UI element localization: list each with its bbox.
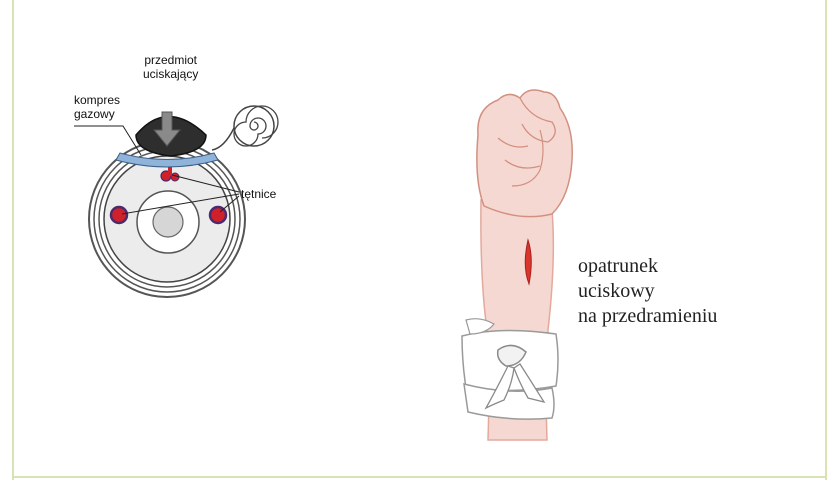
thumb <box>519 97 556 143</box>
bandage-fold-left <box>465 318 495 335</box>
leader-arteries-top <box>171 174 240 193</box>
leader-arteries-right <box>219 195 240 213</box>
frame-bottom-border <box>12 476 827 478</box>
label-pressing-object-line2: uciskający <box>143 67 199 81</box>
frame-right-border <box>825 0 827 480</box>
label-arteries: tętnice <box>241 187 277 201</box>
label-pressing-object-line1: przedmiot <box>144 53 198 67</box>
wound <box>524 238 532 286</box>
cross-section-diagram <box>74 105 279 298</box>
artery-left <box>109 205 129 225</box>
bandage-knot <box>496 344 527 367</box>
knuckle-line <box>511 129 544 187</box>
pressure-arrow-icon <box>152 111 182 147</box>
illustration-caption: opatrunek uciskowy na przedramieniu <box>578 254 717 329</box>
label-pressing-object: przedmiot uciskający <box>143 53 198 81</box>
finger-crease-1 <box>497 137 529 148</box>
caption-line-3: na przedramieniu <box>578 305 718 327</box>
caption-line-1: opatrunek <box>578 255 658 277</box>
bandage-tail-1 <box>484 365 515 410</box>
bone-marrow <box>152 206 184 238</box>
leader-arteries-left <box>121 193 240 215</box>
bandage-roll-icon <box>211 105 279 151</box>
frame-left-border <box>12 0 14 480</box>
fist <box>476 89 573 218</box>
label-gauze-line2: gazowy <box>74 107 115 121</box>
label-gauze-line1: kompres <box>74 93 121 107</box>
caption-line-2: uciskowy <box>578 280 655 302</box>
artery-right <box>208 205 228 225</box>
forearm-illustration <box>461 89 573 441</box>
label-gauze: kompres gazowy <box>74 93 120 121</box>
finger-crease-2 <box>504 159 541 169</box>
gauze-compress <box>115 152 219 168</box>
leader-gauze <box>74 125 142 156</box>
bandage-tail-2 <box>513 363 546 404</box>
